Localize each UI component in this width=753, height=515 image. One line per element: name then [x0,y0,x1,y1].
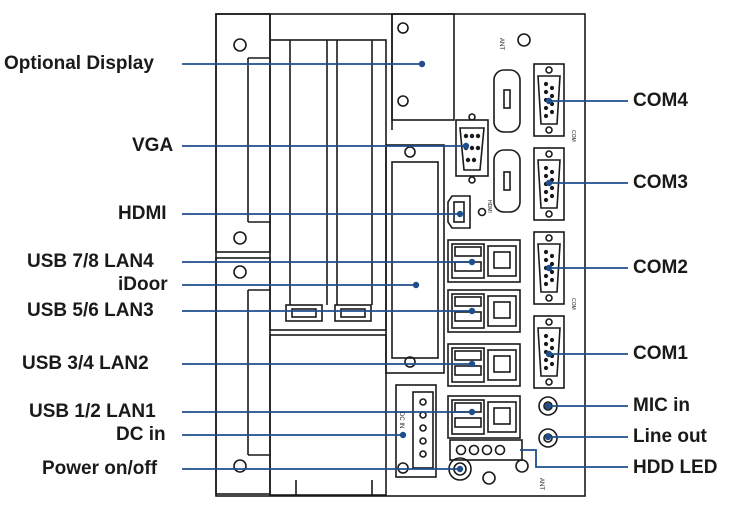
leader-com3 [545,179,628,187]
leader-vga [182,142,470,150]
label-usb12-lan1: USB 1/2 LAN1 [29,401,156,422]
label-mic-in: MIC in [633,395,690,416]
label-power-onoff: Power on/off [42,458,158,479]
antenna-slots [493,33,531,473]
leader-lines [182,60,628,473]
ant-top-mark: ANT [498,38,504,50]
led-power [448,439,523,485]
label-usb34-lan2: USB 3/4 LAN2 [22,353,149,374]
hdmi-port [447,195,487,229]
hdmi-mark: HDMI [486,200,492,213]
leader-line-out [544,433,628,441]
vga-port [455,113,489,184]
leader-usb78-lan4 [182,258,476,266]
left-bracket [215,13,271,495]
ant-bottom-mark: ANT [538,478,544,490]
idoor-bay [385,144,445,374]
leader-usb56-lan3 [182,307,476,315]
leader-com4 [545,97,628,105]
label-hdd-led: HDD LED [633,457,718,478]
label-com4: COM4 [633,90,688,111]
dc-mark: DC IN [398,412,404,428]
com-mark-a: COM [570,130,576,142]
com-mark-b: COM [570,298,576,310]
label-hdmi: HDMI [118,203,167,224]
lan-usb-block-4 [447,239,521,283]
leader-usb34-lan2 [182,360,476,368]
leader-usb12-lan1 [182,408,476,416]
label-usb78-lan4: USB 7/8 LAN4 [27,251,154,272]
lan-usb-block-1 [447,395,521,439]
expansion-slots [269,14,387,496]
leader-optional-display [182,60,426,68]
label-vga: VGA [132,135,174,156]
label-com1: COM1 [633,343,688,364]
leader-hdmi [182,210,464,218]
leader-dc-in [182,431,407,439]
leader-com1 [545,350,628,358]
leader-com2 [545,264,628,272]
label-dc-in: DC in [116,424,166,445]
leader-power-onoff [182,465,464,473]
label-com2: COM2 [633,257,688,278]
lan-usb-block-2 [447,343,521,387]
label-idoor: iDoor [118,274,168,295]
label-usb56-lan3: USB 5/6 LAN3 [27,300,154,321]
com-port-3 [533,147,565,221]
label-optional-display: Optional Display [4,53,154,74]
com-ports [533,63,565,389]
dc-terminal [395,384,437,478]
optional-display-bay [391,13,455,121]
leader-hdd-led [520,449,628,468]
leader-idoor [182,281,420,289]
lan-usb-blocks [447,239,521,439]
leader-mic-in [544,402,628,410]
label-line-out: Line out [633,426,707,447]
label-com3: COM3 [633,172,688,193]
